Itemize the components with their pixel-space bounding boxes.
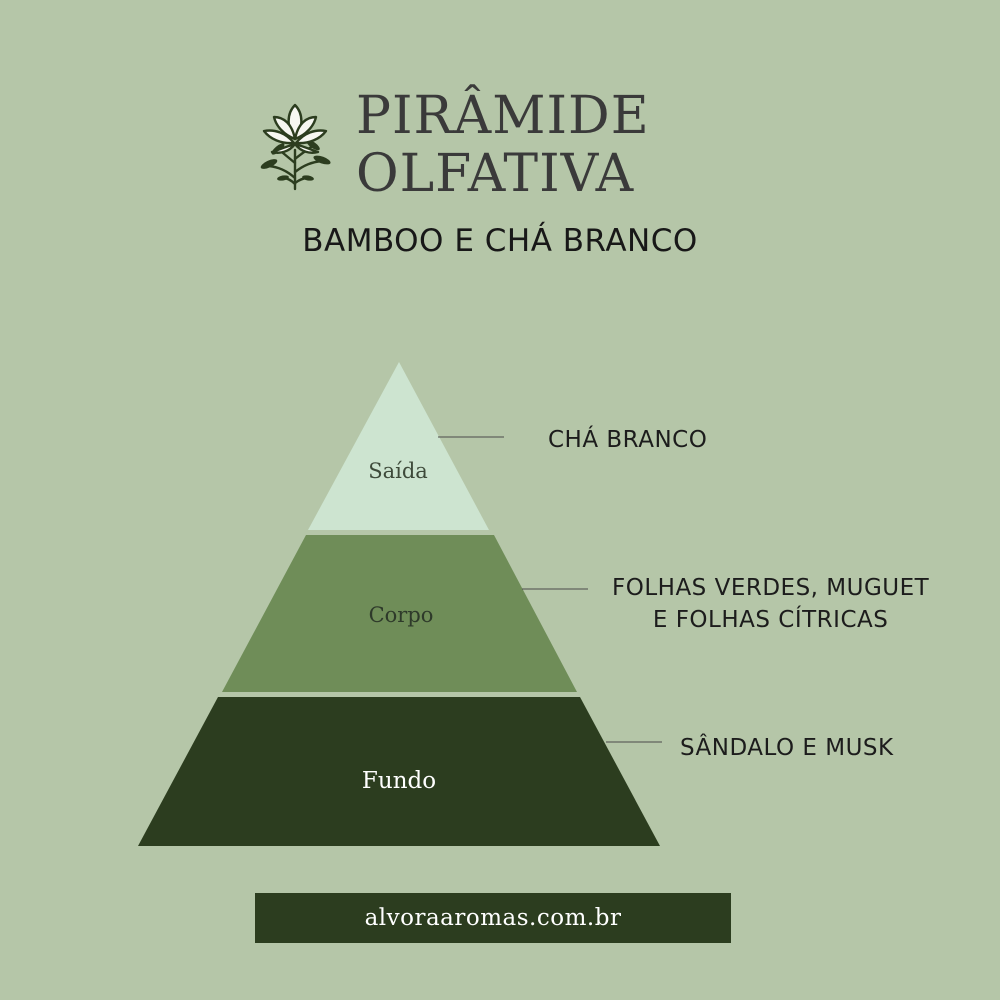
level-label-middle: Corpo [369, 603, 434, 627]
base-notes: SÂNDALO E MUSK [680, 733, 894, 765]
fragrance-name: BAMBOO E CHÁ BRANCO [302, 223, 698, 259]
pyramid-level-top [308, 362, 489, 530]
heart-notes: FOLHAS VERDES, MUGUET E FOLHAS CÍTRICAS [612, 573, 929, 636]
page-title-line-1: PIRÂMIDE [356, 86, 650, 146]
top-notes: CHÁ BRANCO [548, 425, 707, 457]
base-note-line: SÂNDALO E MUSK [680, 735, 894, 761]
heart-note-line-1: FOLHAS VERDES, MUGUET [612, 575, 930, 601]
page-title-line-2: OLFATIVA [356, 144, 635, 204]
leafy-flower-icon [260, 103, 331, 191]
website-url[interactable]: alvoraaromas.com.br [364, 905, 622, 931]
pyramid-level-base [138, 697, 660, 846]
pyramid-level-middle [222, 535, 577, 692]
top-note-line: CHÁ BRANCO [548, 427, 708, 453]
level-label-base: Fundo [362, 768, 436, 794]
level-label-top: Saída [368, 459, 428, 483]
heart-note-line-2: E FOLHAS CÍTRICAS [652, 606, 889, 633]
website-banner: alvoraaromas.com.br [255, 893, 731, 943]
